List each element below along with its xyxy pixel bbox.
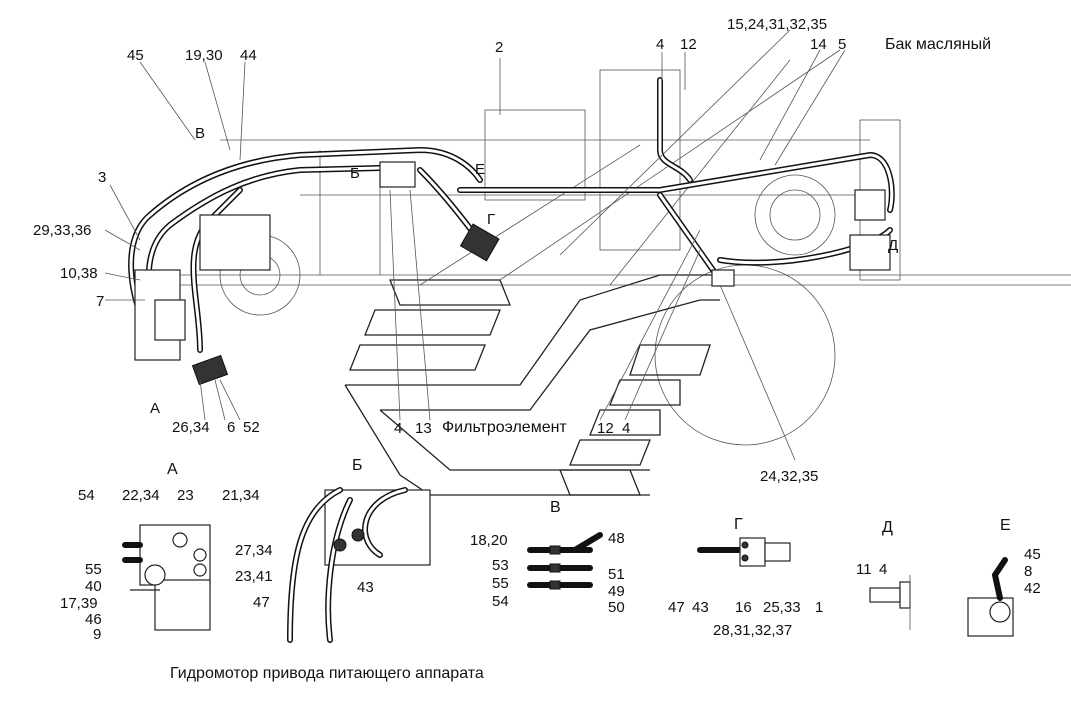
callout-15-24-31-32-35: 15,24,31,32,35 <box>727 16 828 33</box>
leader-lines <box>104 29 846 461</box>
detailE-45: 45 <box>1024 546 1041 563</box>
callout-29-33-36: 29,33,36 <box>33 222 92 239</box>
detailG-47: 47 <box>668 599 685 616</box>
section-E-title: Е <box>1000 517 1011 534</box>
detailA-23-41: 23,41 <box>235 568 273 585</box>
detailA-23: 23 <box>177 487 194 504</box>
detail-D <box>869 575 911 630</box>
chevron-panel <box>344 49 841 496</box>
detailE-8: 8 <box>1024 563 1033 580</box>
callout-5: 5 <box>838 36 847 53</box>
oil-tank-label: Бак масляный <box>885 36 992 53</box>
section-G-title: Г <box>734 516 743 533</box>
callout-12-top: 12 <box>680 36 697 53</box>
detail-G <box>697 537 791 567</box>
hydromotor-upper <box>191 354 229 386</box>
filter-G-upper <box>459 223 500 262</box>
section-D-title: Д <box>882 519 893 536</box>
view-marker-B: Б <box>350 165 360 182</box>
section-B-title: Б <box>352 457 363 474</box>
detailA-27-34: 27,34 <box>235 542 273 559</box>
detailD-4: 4 <box>879 561 888 578</box>
callout-4-mid: 4 <box>394 420 403 437</box>
callout-7: 7 <box>96 293 105 310</box>
detailV-53: 53 <box>492 557 509 574</box>
detail-E <box>967 557 1014 637</box>
callout-3: 3 <box>98 169 107 186</box>
wheel-upper <box>754 174 836 256</box>
detailG-43: 43 <box>692 599 709 616</box>
callout-45: 45 <box>127 47 144 64</box>
detailA-55: 55 <box>85 561 102 578</box>
detail-V <box>527 532 603 590</box>
gearbox <box>199 214 271 271</box>
view-marker-V: В <box>195 125 206 142</box>
detailV-18-20: 18,20 <box>470 532 508 549</box>
machine-frame <box>170 69 1071 286</box>
view-marker-E: Е <box>475 161 486 178</box>
valve-D <box>849 234 891 271</box>
view-marker-G: Г <box>487 211 496 228</box>
callout-10-38: 10,38 <box>60 265 98 282</box>
hydromotor-caption: Гидромотор привода питающего аппарата <box>170 665 484 682</box>
callout-52: 52 <box>243 419 260 436</box>
callout-14: 14 <box>810 36 827 53</box>
detailV-49: 49 <box>608 583 625 600</box>
view-marker-A: А <box>150 400 161 417</box>
detailV-50: 50 <box>608 599 625 616</box>
callout-24-32-35: 24,32,35 <box>760 468 819 485</box>
detail-B <box>287 487 431 643</box>
callout-4-top: 4 <box>656 36 665 53</box>
detailG-25-33: 25,33 <box>763 599 801 616</box>
detailA-54: 54 <box>78 487 95 504</box>
callout-4-right: 4 <box>622 420 631 437</box>
detailV-51: 51 <box>608 566 625 583</box>
section-A-title: А <box>167 461 178 478</box>
detailA-17-39: 17,39 <box>60 595 98 612</box>
detailA-46: 46 <box>85 611 102 628</box>
callout-26-34: 26,34 <box>172 419 210 436</box>
detailA-21-34: 21,34 <box>222 487 260 504</box>
detailG-16: 16 <box>735 599 752 616</box>
coupling <box>711 269 735 287</box>
callout-13: 13 <box>415 420 432 437</box>
detailG-28-31-32-37: 28,31,32,37 <box>713 622 793 639</box>
callout-12-mid: 12 <box>597 420 614 437</box>
detailV-48: 48 <box>608 530 625 547</box>
valve-B <box>379 161 416 188</box>
main-hoses <box>128 77 895 353</box>
callout-2: 2 <box>495 39 504 56</box>
detailG-1: 1 <box>815 599 824 616</box>
filter-element-label: Фильтроэлемент <box>442 419 567 436</box>
detailA-9: 9 <box>93 626 102 643</box>
detailV-54: 54 <box>492 593 509 610</box>
detailB-47: 47 <box>253 594 270 611</box>
callout-44: 44 <box>240 47 257 64</box>
detailB-43: 43 <box>357 579 374 596</box>
wheel-lower <box>654 264 836 446</box>
detailA-22-34: 22,34 <box>122 487 160 504</box>
detail-A <box>122 524 211 631</box>
detailD-11: 11 <box>856 561 872 578</box>
detailA-40: 40 <box>85 578 102 595</box>
callout-19-30: 19,30 <box>185 47 223 64</box>
callout-6: 6 <box>227 419 236 436</box>
view-marker-D: Д <box>888 237 899 254</box>
detailV-55: 55 <box>492 575 509 592</box>
detailE-42: 42 <box>1024 580 1041 597</box>
section-V-title: В <box>550 499 561 516</box>
